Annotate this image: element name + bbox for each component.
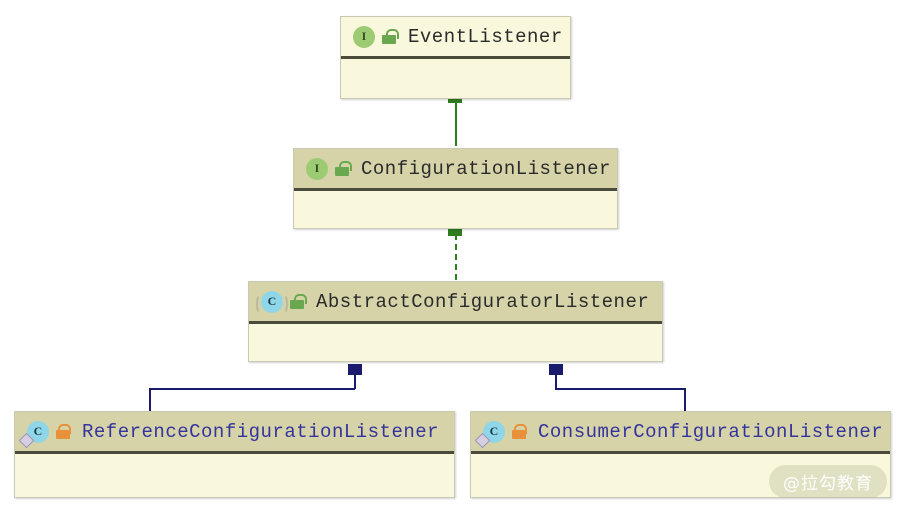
abstract-class-icon-letter: C bbox=[267, 294, 277, 308]
class-node-members bbox=[15, 454, 454, 497]
edge-line bbox=[455, 101, 457, 146]
unlock-icon-body bbox=[290, 300, 304, 309]
interface-icon: I bbox=[353, 25, 375, 48]
class-node-members bbox=[471, 454, 890, 497]
edge-line-horizontal bbox=[555, 388, 686, 390]
unlock-icon bbox=[335, 161, 352, 176]
abstract-class-icon: C bbox=[256, 290, 288, 314]
class-node-members bbox=[294, 191, 617, 228]
class-node-header: C ConsumerConfigurationListener bbox=[471, 412, 890, 454]
lock-icon-body bbox=[512, 430, 526, 439]
class-name-label: ConsumerConfigurationListener bbox=[538, 420, 884, 443]
unlock-icon-body bbox=[382, 35, 396, 44]
class-icon-letter: C bbox=[489, 424, 499, 438]
lock-icon-shackle bbox=[58, 424, 71, 434]
interface-icon-letter: I bbox=[314, 161, 320, 175]
class-node-header: C ReferenceConfigurationListener bbox=[15, 412, 454, 454]
unlock-icon-shackle bbox=[294, 294, 307, 304]
edge-arrowhead bbox=[448, 225, 462, 236]
lock-icon bbox=[56, 424, 71, 439]
class-node-reference-configuration-listener[interactable]: C ReferenceConfigurationListener bbox=[14, 411, 455, 498]
class-node-header: C AbstractConfiguratorListener bbox=[249, 282, 662, 324]
class-node-abstract-configurator-listener[interactable]: C AbstractConfiguratorListener bbox=[248, 281, 663, 362]
lock-icon-body bbox=[56, 430, 70, 439]
class-icon-letter: C bbox=[33, 424, 43, 438]
class-node-header: I ConfigurationListener bbox=[294, 149, 617, 191]
edge-line-vertical-upper bbox=[555, 375, 557, 389]
class-name-label: ConfigurationListener bbox=[361, 157, 611, 180]
edge-line-vertical-lower bbox=[149, 388, 151, 412]
class-node-members bbox=[341, 59, 570, 98]
class-icon: C bbox=[483, 420, 505, 443]
unlock-icon-shackle bbox=[386, 29, 399, 39]
lock-icon-shackle bbox=[514, 424, 527, 434]
class-node-consumer-configuration-listener[interactable]: C ConsumerConfigurationListener bbox=[470, 411, 891, 498]
edge-arrowhead bbox=[549, 364, 563, 375]
unlock-icon bbox=[290, 294, 307, 309]
edge-arrowhead bbox=[348, 364, 362, 375]
class-node-header: I EventListener bbox=[341, 17, 570, 59]
interface-icon-letter: I bbox=[361, 29, 367, 43]
class-node-members bbox=[249, 324, 662, 361]
edge-line-vertical-lower bbox=[684, 388, 686, 412]
interface-icon: I bbox=[306, 157, 328, 180]
edge-line-vertical-upper bbox=[354, 375, 356, 389]
class-icon: C bbox=[27, 420, 49, 443]
edge-line bbox=[455, 234, 457, 280]
watermark: @拉勾教育 bbox=[769, 465, 887, 498]
edge-line-horizontal bbox=[149, 388, 355, 390]
unlock-icon-shackle bbox=[339, 161, 352, 171]
unlock-icon bbox=[382, 29, 399, 44]
class-node-configuration-listener[interactable]: I ConfigurationListener bbox=[293, 148, 618, 229]
class-name-label: AbstractConfiguratorListener bbox=[316, 290, 650, 313]
class-name-label: EventListener bbox=[408, 25, 563, 48]
class-name-label: ReferenceConfigurationListener bbox=[82, 420, 440, 443]
lock-icon bbox=[512, 424, 527, 439]
unlock-icon-body bbox=[335, 167, 349, 176]
class-node-event-listener[interactable]: I EventListener bbox=[340, 16, 571, 99]
